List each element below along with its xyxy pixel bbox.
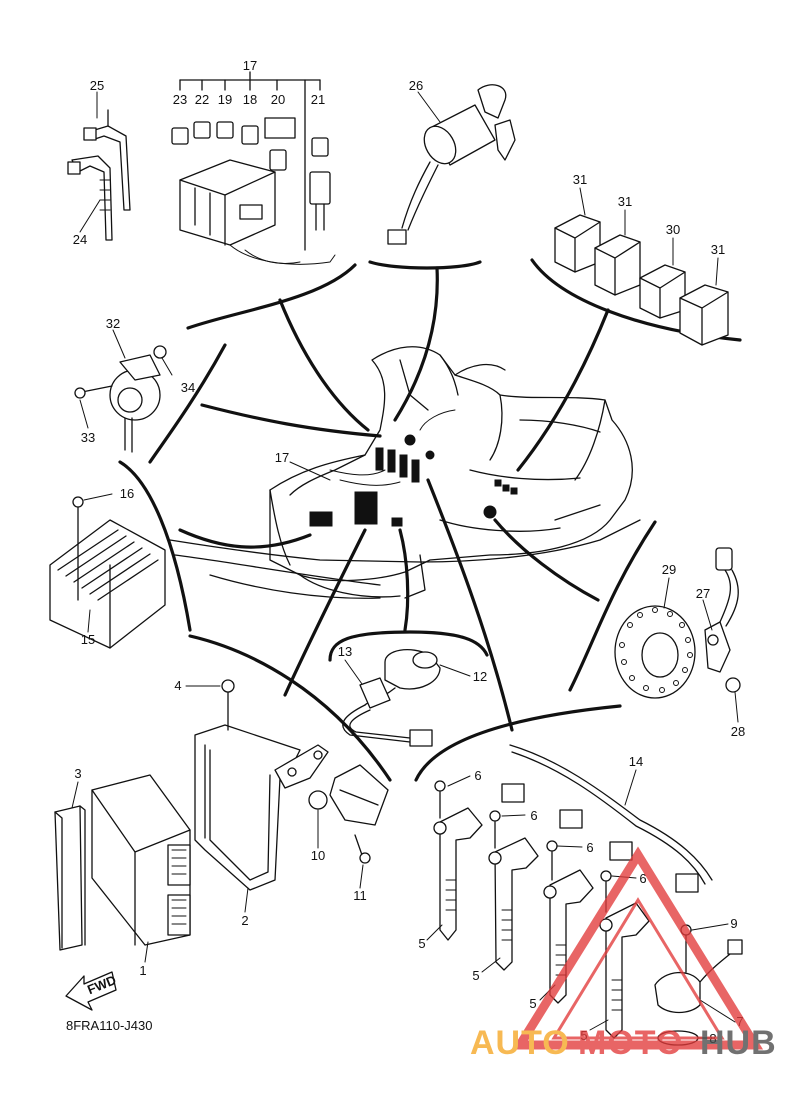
callout-31a: 31 [573, 172, 587, 187]
fwd-arrow-icon: FWD [65, 971, 118, 1011]
watermark-text-moto: MOTO [578, 1024, 683, 1062]
callout-14: 14 [629, 754, 643, 769]
pickup-group [614, 547, 741, 699]
callout-4: 4 [174, 678, 181, 693]
callout-13: 13 [338, 644, 352, 659]
callout-24: 24 [73, 232, 87, 247]
callout-5a: 5 [418, 936, 425, 951]
callout-34: 34 [181, 380, 195, 395]
callout-leaders [71, 91, 739, 1039]
watermark-triangle-icon [511, 846, 764, 1050]
callout-23: 23 [173, 92, 187, 107]
ecu-group [54, 679, 329, 951]
callout-26: 26 [409, 78, 423, 93]
callout-18: 18 [243, 92, 257, 107]
fuse-box-group [171, 71, 336, 265]
snowmobile-body [169, 346, 641, 599]
horn-group [74, 345, 167, 453]
rectifier-regulator [49, 496, 166, 649]
watermark-logo: AUTO MOTO HUB [470, 846, 777, 1062]
ignition-switch [387, 84, 516, 245]
callout-6b: 6 [530, 808, 537, 823]
relays [554, 214, 729, 346]
callout-19: 19 [218, 92, 232, 107]
callout-16: 16 [120, 486, 134, 501]
callout-1: 1 [139, 963, 146, 978]
watermark-text-auto: AUTO [470, 1024, 570, 1062]
callout-6c: 6 [586, 840, 593, 855]
callout-6a: 6 [474, 768, 481, 783]
callout-5b: 5 [472, 968, 479, 983]
callout-27: 27 [696, 586, 710, 601]
callout-17-top: 17 [243, 58, 257, 73]
callout-31c: 31 [711, 242, 725, 257]
callout-28: 28 [731, 724, 745, 739]
callout-33: 33 [81, 430, 95, 445]
callout-25: 25 [90, 78, 104, 93]
callout-17-body: 17 [275, 450, 289, 465]
ignition-coils [433, 744, 743, 1046]
callout-22: 22 [195, 92, 209, 107]
callout-3: 3 [74, 766, 81, 781]
callout-15: 15 [81, 632, 95, 647]
callout-11: 11 [353, 888, 367, 903]
callout-31b: 31 [618, 194, 632, 209]
callout-5c: 5 [529, 996, 536, 1011]
callout-12: 12 [473, 669, 487, 684]
callout-9: 9 [730, 916, 737, 931]
callout-21: 21 [311, 92, 325, 107]
leader-lines [178, 266, 610, 732]
callout-32: 32 [106, 316, 120, 331]
drawing-code: 8FRA110-J430 [66, 1018, 152, 1033]
callout-10: 10 [311, 848, 325, 863]
callout-30: 30 [666, 222, 680, 237]
callout-2: 2 [241, 913, 248, 928]
callout-20: 20 [271, 92, 285, 107]
callout-labels: 1 2 3 4 5 5 5 5 6 6 6 6 7 8 9 10 11 12 1… [73, 58, 745, 1046]
cable-ties [67, 109, 131, 241]
callout-5d: 5 [580, 1028, 587, 1043]
watermark-text-hub: HUB [700, 1024, 777, 1062]
sensor-connector [308, 764, 389, 864]
callout-6d: 6 [639, 871, 646, 886]
callout-29: 29 [662, 562, 676, 577]
speed-sensor-group [342, 649, 441, 747]
